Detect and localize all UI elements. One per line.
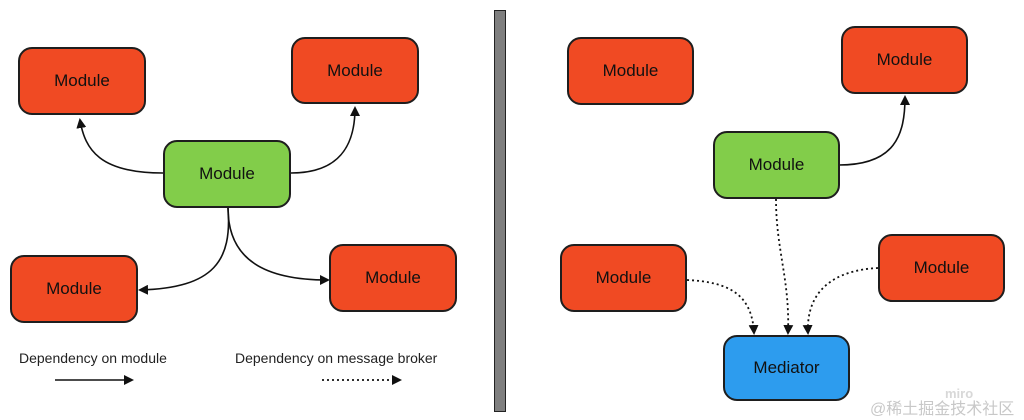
legend-broker-dependency: Dependency on message broker: [235, 350, 438, 366]
right-module-bottom-left: Module: [560, 244, 687, 312]
mediator-node: Mediator: [723, 335, 850, 401]
left-module-center: Module: [163, 140, 291, 208]
node-label: Module: [327, 60, 383, 80]
left-module-bottom-right: Module: [329, 244, 457, 312]
right-module-bottom-right: Module: [878, 234, 1005, 302]
node-label: Module: [602, 61, 659, 80]
edge-center-to-top-left: [76, 118, 164, 174]
right-module-top-right: Module: [841, 26, 968, 94]
node-label: Module: [46, 279, 102, 298]
edge-right-center-to-top-right: [838, 95, 910, 166]
edge-center-to-top-right: [290, 106, 360, 174]
node-label: Module: [595, 268, 652, 287]
node-label: Module: [199, 164, 255, 183]
miro-watermark: miro: [945, 386, 974, 401]
node-label: Module: [365, 268, 421, 287]
node-label: Module: [748, 155, 805, 174]
node-label: Module: [54, 71, 110, 90]
left-module-top-right: Module: [291, 37, 419, 104]
mediator-label: Mediator: [753, 358, 820, 377]
edge-right-bottom-left-to-mediator: [686, 279, 759, 335]
right-module-top-left: Module: [567, 37, 694, 105]
node-label: Module: [913, 258, 970, 277]
site-watermark: @稀土掘金技术社区: [870, 401, 1015, 418]
edge-center-to-bottom-left: [138, 207, 230, 295]
edge-right-center-to-mediator: [775, 198, 794, 335]
left-module-top-left: Module: [18, 47, 146, 115]
edge-center-to-bottom-right: [227, 207, 330, 285]
node-label: Module: [876, 50, 933, 69]
panel-divider: [494, 10, 506, 412]
legend-module-dependency: Dependency on module: [19, 350, 167, 366]
edge-right-bottom-right-to-mediator: [802, 267, 879, 335]
left-module-bottom-left: Module: [10, 255, 138, 323]
right-module-center: Module: [713, 131, 840, 199]
